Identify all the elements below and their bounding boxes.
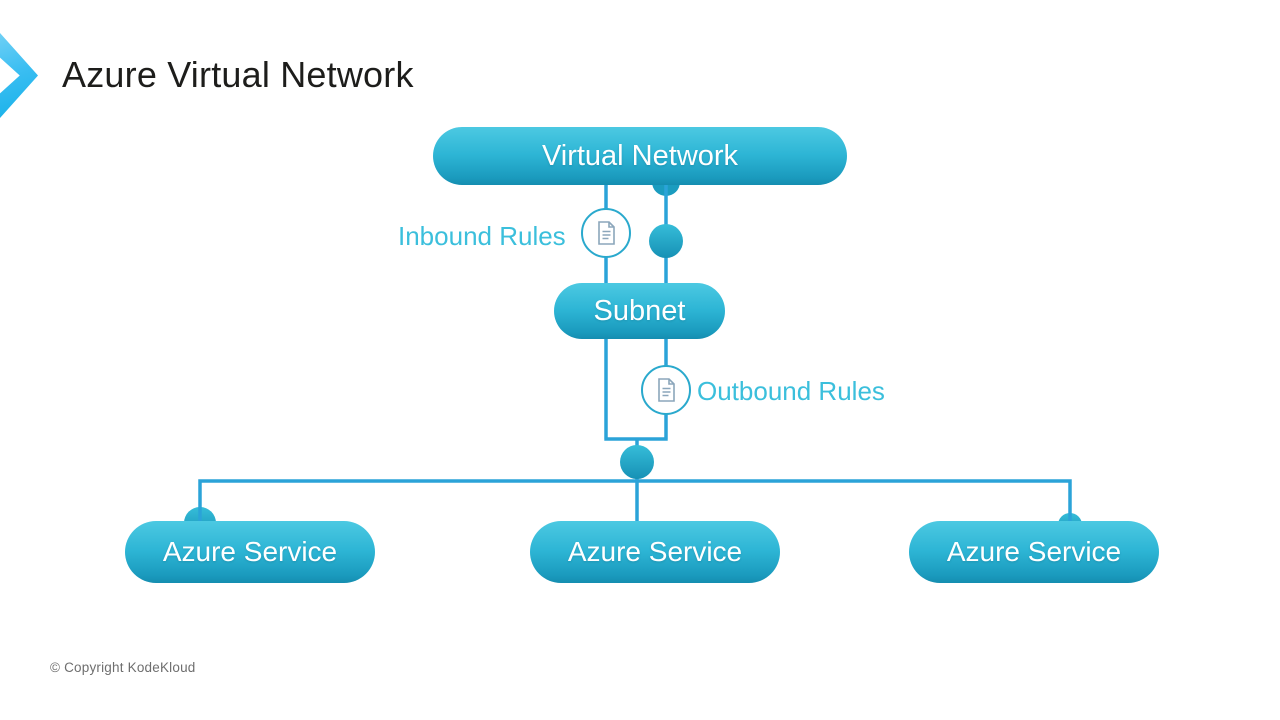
node-virtual-network: Virtual Network <box>433 127 847 185</box>
node-subnet: Subnet <box>554 283 725 339</box>
outbound-rules-label: Outbound Rules <box>697 376 885 406</box>
node-azure-service-3-label: Azure Service <box>946 536 1122 567</box>
document-icon <box>658 378 675 402</box>
junction-node-upper <box>649 224 683 258</box>
outbound-rules-badge <box>641 365 691 415</box>
node-azure-service-1-label: Azure Service <box>162 536 338 567</box>
node-virtual-network-label: Virtual Network <box>541 139 739 172</box>
node-azure-service-2: Azure Service <box>530 521 780 583</box>
copyright-text: © Copyright KodeKloud <box>50 660 196 675</box>
node-azure-service-1: Azure Service <box>125 521 375 583</box>
page-title: Azure Virtual Network <box>62 54 414 95</box>
node-azure-service-2-label: Azure Service <box>567 536 743 567</box>
node-azure-service-3: Azure Service <box>909 521 1159 583</box>
node-subnet-label: Subnet <box>593 294 686 327</box>
inbound-rules-badge <box>581 208 631 258</box>
inbound-rules-label: Inbound Rules <box>398 221 566 251</box>
edge-distribution-rail <box>198 479 1072 522</box>
document-icon <box>598 221 615 245</box>
junction-node-lower <box>620 445 654 479</box>
